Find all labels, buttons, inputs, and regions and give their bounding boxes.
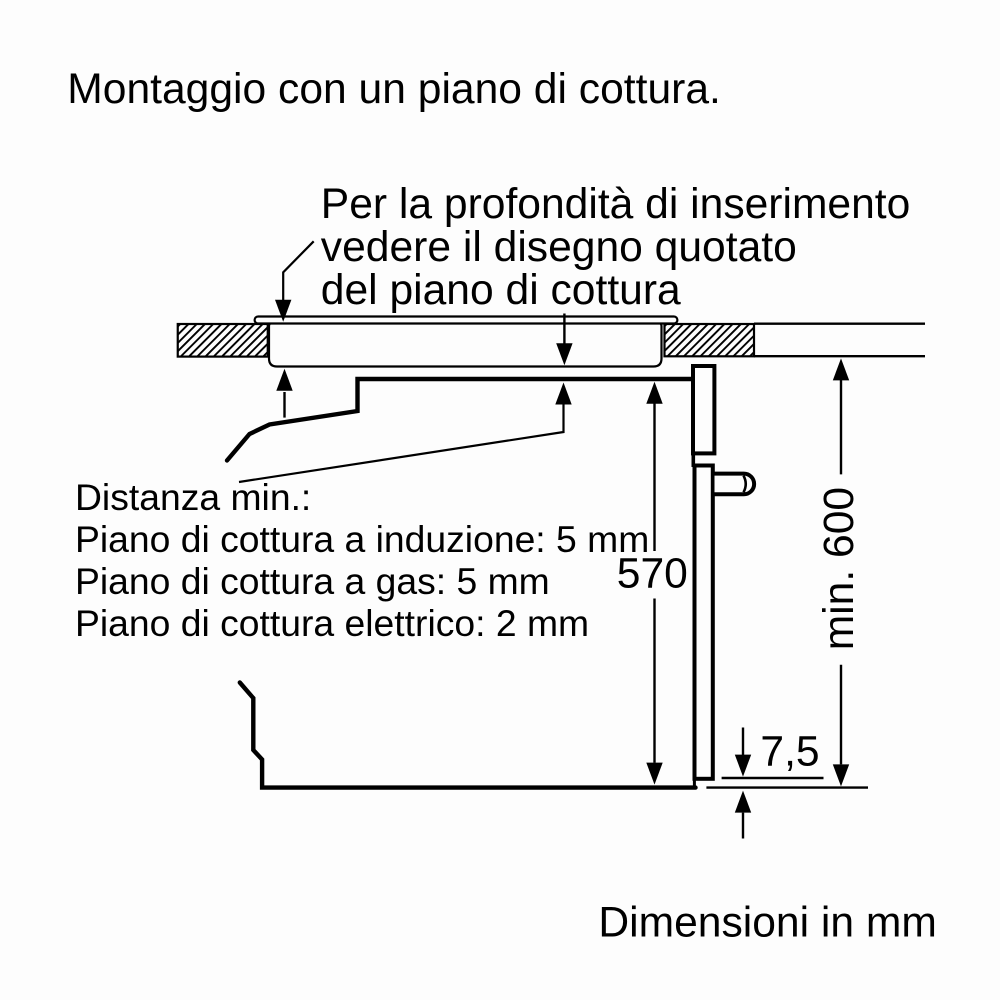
svg-text:570: 570: [617, 550, 688, 598]
svg-text:Montaggio con un piano di cott: Montaggio con un piano di cottura.: [67, 65, 721, 113]
svg-text:vedere il disegno quotato: vedere il disegno quotato: [321, 223, 797, 271]
svg-text:Dimensioni in mm: Dimensioni in mm: [598, 898, 936, 946]
svg-text:7,5: 7,5: [760, 728, 819, 776]
svg-text:del piano di cottura: del piano di cottura: [321, 266, 681, 314]
svg-text:Per la profondità di inserimen: Per la profondità di inserimento: [321, 180, 911, 228]
svg-text:Distanza min.:: Distanza min.:: [75, 476, 311, 518]
svg-text:Piano di cottura elettrico: 2: Piano di cottura elettrico: 2 mm: [75, 602, 589, 644]
svg-text:min. 600: min. 600: [815, 487, 863, 650]
svg-text:Piano di cottura a gas: 5 mm: Piano di cottura a gas: 5 mm: [75, 560, 550, 602]
svg-text:Piano di cottura a induzione:: Piano di cottura a induzione: 5 mm: [75, 518, 649, 560]
